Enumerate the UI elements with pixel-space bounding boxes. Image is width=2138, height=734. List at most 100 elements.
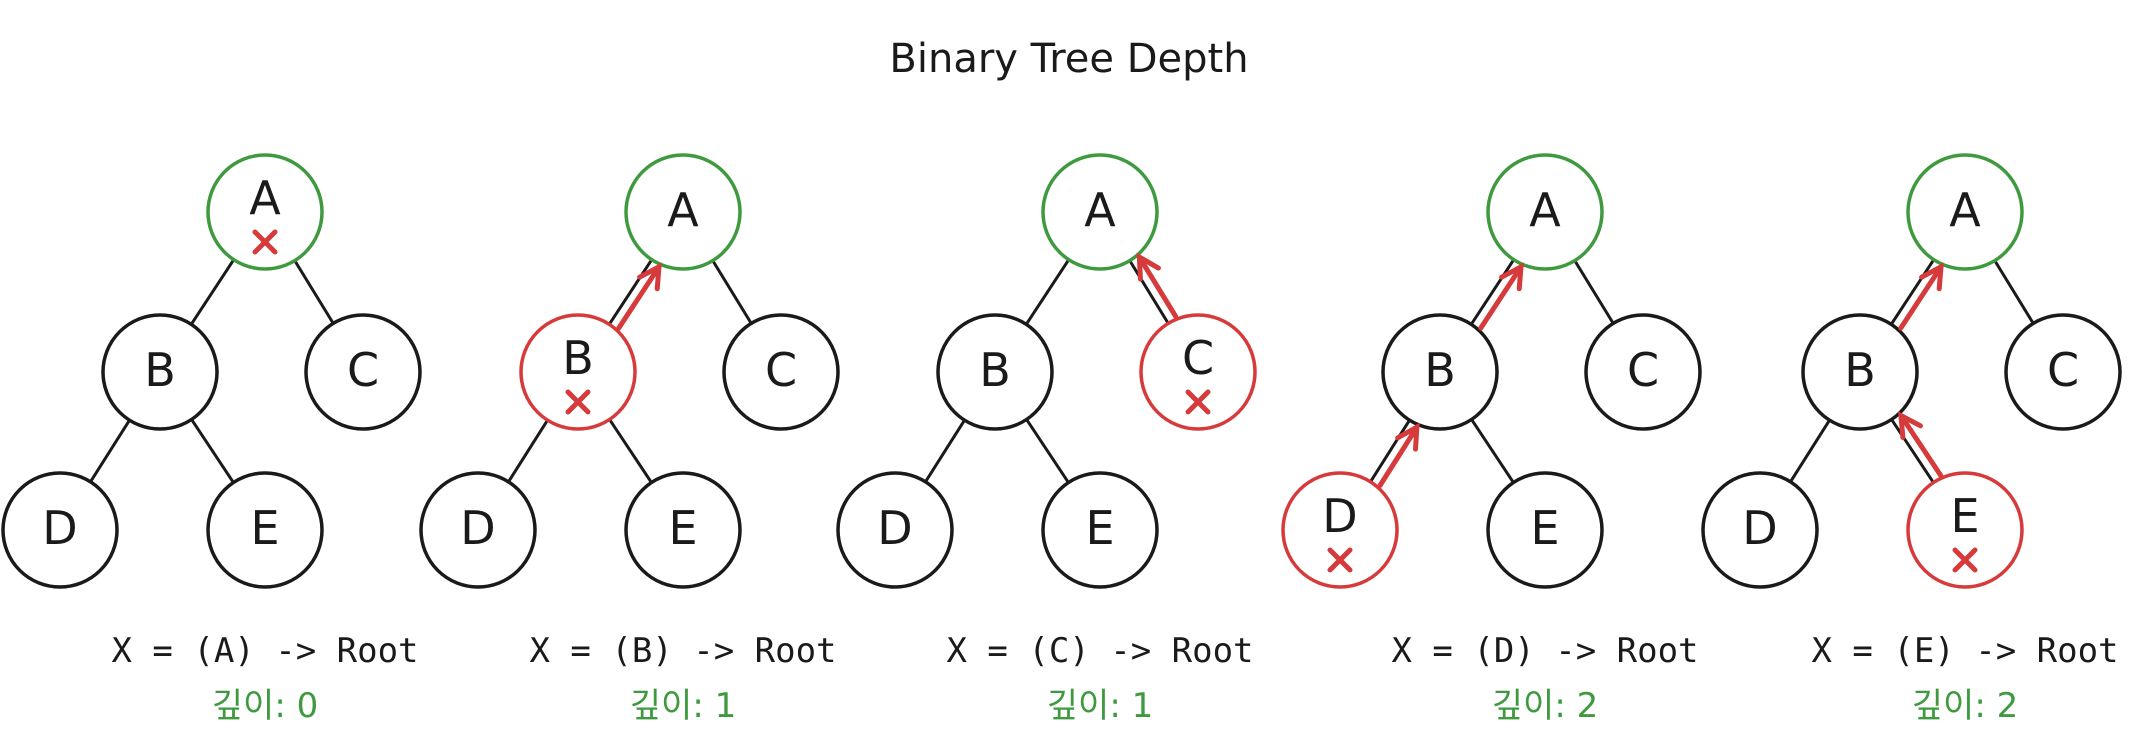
node-circle xyxy=(304,313,422,431)
node-label: D xyxy=(42,501,77,555)
tree-node-d: D xyxy=(836,471,954,589)
tree-edge-a-c xyxy=(1128,259,1170,325)
path-caption: X = (A) -> Root xyxy=(111,631,418,671)
node-label: E xyxy=(1530,501,1559,555)
path-caption: X = (D) -> Root xyxy=(1391,631,1698,671)
node-label: C xyxy=(1182,331,1214,385)
tree-edge-a-b xyxy=(1024,258,1071,326)
tree-node-a: A xyxy=(206,153,324,271)
tree-panel-a: A B C D E X = (A) -> Root 깊이: 0 xyxy=(1,153,422,726)
tree-node-e: E xyxy=(624,471,742,589)
tree-edge-b-d xyxy=(1788,418,1832,484)
diagram-title: Binary Tree Depth xyxy=(889,36,1248,82)
node-circle xyxy=(1139,313,1257,431)
tree-node-e: E xyxy=(1041,471,1159,589)
path-caption: X = (E) -> Root xyxy=(1811,631,2118,671)
cross-mark-icon xyxy=(1185,389,1211,415)
node-label: E xyxy=(1950,489,1979,543)
tree-edge-b-e xyxy=(1025,417,1070,485)
tree-edge-a-c xyxy=(1993,259,2035,325)
tree-panel-d: A B C D E X = (D) -> Root 깊이: 2 xyxy=(1281,153,1702,726)
depth-label: 깊이: 0 xyxy=(212,686,318,726)
node-circle xyxy=(101,313,219,431)
node-circle xyxy=(1041,153,1159,271)
node-circle xyxy=(1801,313,1919,431)
node-label: C xyxy=(765,343,797,397)
node-circle xyxy=(836,471,954,589)
node-label: E xyxy=(250,501,279,555)
node-label: B xyxy=(979,343,1011,397)
tree-node-c: C xyxy=(2004,313,2122,431)
depth-label: 깊이: 1 xyxy=(630,686,736,726)
path-caption: X = (C) -> Root xyxy=(946,631,1253,671)
node-label: A xyxy=(249,171,281,225)
tree-node-d: D xyxy=(1701,471,1819,589)
arrow-up-icon xyxy=(616,262,662,331)
tree-node-b: B xyxy=(1801,313,1919,431)
node-label: B xyxy=(1424,343,1456,397)
node-label: C xyxy=(347,343,379,397)
node-label: D xyxy=(1322,489,1357,543)
node-circle xyxy=(1701,471,1819,589)
tree-node-a: A xyxy=(1906,153,2024,271)
node-circle xyxy=(1906,471,2024,589)
tree-edge-b-d xyxy=(1368,418,1412,484)
tree-node-e: E xyxy=(206,471,324,589)
node-circle xyxy=(1041,471,1159,589)
node-label: E xyxy=(668,501,697,555)
arrow-up-icon xyxy=(1478,262,1524,331)
tree-edge-a-b xyxy=(189,258,236,326)
arrow-up-icon xyxy=(1136,252,1179,319)
node-circle xyxy=(1486,471,1604,589)
node-circle xyxy=(624,471,742,589)
tree-edge-a-b xyxy=(1469,258,1516,326)
tree-node-b: B xyxy=(519,313,637,431)
node-circle xyxy=(1906,153,2024,271)
cross-mark-icon xyxy=(1952,547,1978,573)
tree-edge-b-e xyxy=(1890,417,1935,485)
depth-label: 깊이: 1 xyxy=(1047,686,1153,726)
tree-edge-a-b xyxy=(1889,258,1936,326)
arrow-up-icon xyxy=(1898,262,1944,331)
tree-node-b: B xyxy=(1381,313,1499,431)
tree-node-c: C xyxy=(1584,313,1702,431)
cross-mark-icon xyxy=(1327,547,1353,573)
cross-mark-icon xyxy=(565,389,591,415)
node-label: A xyxy=(1529,183,1561,237)
tree-edge-a-c xyxy=(1573,259,1615,325)
tree-edge-b-d xyxy=(88,418,132,484)
path-caption: X = (B) -> Root xyxy=(529,631,836,671)
tree-edge-b-e xyxy=(1470,417,1515,485)
node-circle xyxy=(1486,153,1604,271)
tree-node-a: A xyxy=(1041,153,1159,271)
node-circle xyxy=(419,471,537,589)
tree-edge-b-e xyxy=(608,417,653,485)
node-circle xyxy=(206,471,324,589)
arrow-up-icon xyxy=(1377,422,1420,488)
tree-node-b: B xyxy=(101,313,219,431)
node-label: A xyxy=(1949,183,1981,237)
tree-node-d: D xyxy=(1281,471,1399,589)
node-circle xyxy=(519,313,637,431)
tree-edge-a-b xyxy=(607,258,654,326)
node-circle xyxy=(722,313,840,431)
node-label: B xyxy=(144,343,176,397)
cross-mark-icon xyxy=(252,229,278,255)
node-label: C xyxy=(1627,343,1659,397)
tree-edge-a-c xyxy=(711,259,753,325)
node-circle xyxy=(1281,471,1399,589)
tree-node-c: C xyxy=(304,313,422,431)
tree-node-c: C xyxy=(722,313,840,431)
tree-edge-b-e xyxy=(190,417,235,485)
depth-label: 깊이: 2 xyxy=(1492,686,1598,726)
node-circle xyxy=(1381,313,1499,431)
tree-edge-b-d xyxy=(506,418,550,484)
node-label: C xyxy=(2047,343,2079,397)
tree-node-a: A xyxy=(624,153,742,271)
node-label: D xyxy=(1742,501,1777,555)
